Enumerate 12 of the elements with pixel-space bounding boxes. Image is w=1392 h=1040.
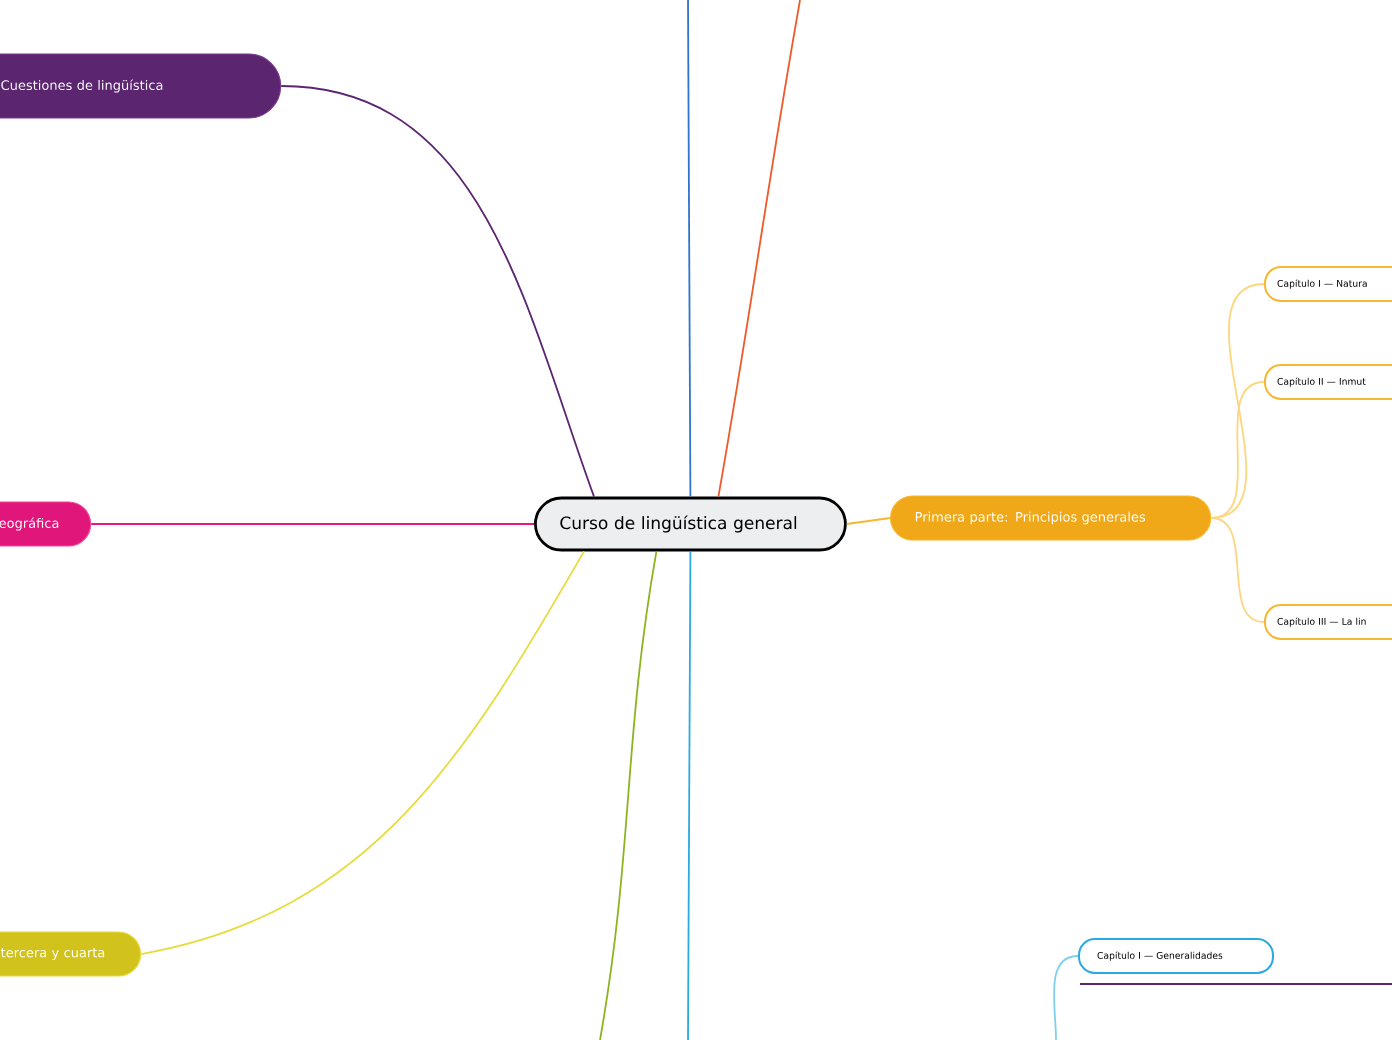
connector-line [1210,517,1265,623]
connector-line [687,550,692,1040]
connector-line [717,0,801,498]
connector-line [90,523,535,525]
connector-line [845,517,891,525]
connector-line [1210,381,1265,519]
connector-line [140,550,585,955]
central-topic-box: Curso de lingüística general [534,496,847,552]
connector-line [599,550,658,1040]
connector-line [280,85,595,498]
connector-line [1053,955,1079,1040]
connector-line [687,0,692,498]
